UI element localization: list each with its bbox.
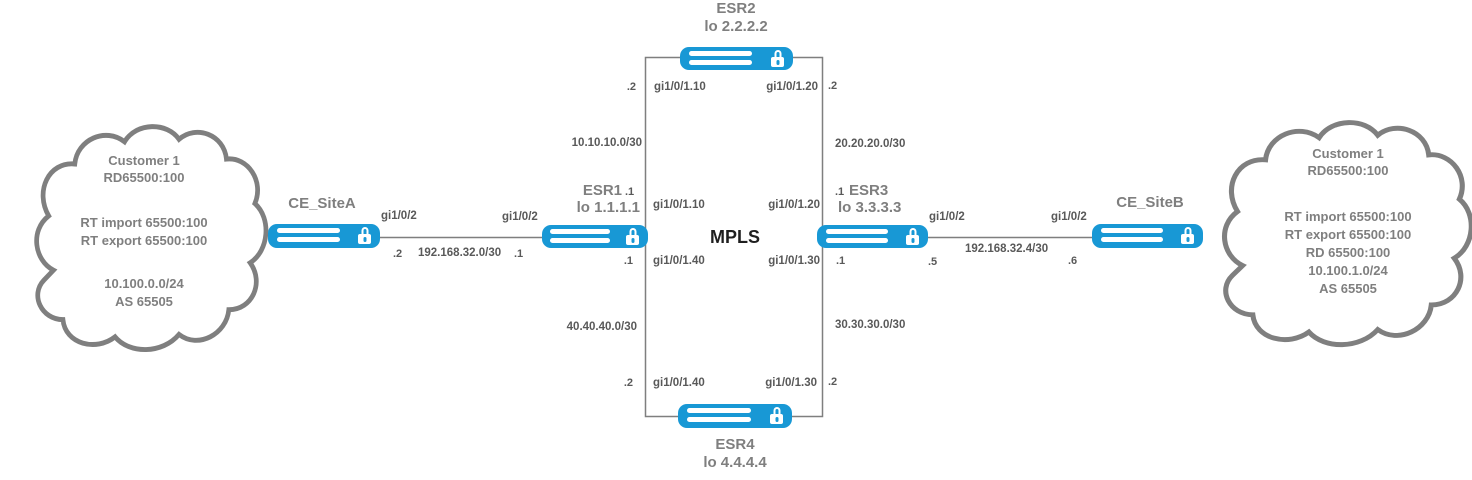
lock-icon <box>906 228 919 245</box>
ip-label-esr3-access: .5 <box>928 256 938 268</box>
cloud-left-line: RD65500:100 <box>103 170 185 185</box>
esr2-title: ESR2 <box>716 0 756 17</box>
router-port-bar <box>550 229 610 234</box>
esr2-loopback: lo 2.2.2.2 <box>704 18 768 35</box>
cloud-right-line: 10.100.1.0/24 <box>1308 263 1388 278</box>
ip-label-cea: .2 <box>393 248 403 260</box>
if-label-cea: gi1/0/2 <box>381 210 417 222</box>
if-label-esr4-right: gi1/0/1.30 <box>765 377 817 389</box>
ip-label-esr2-right: .2 <box>828 80 838 92</box>
router-port-bar <box>1100 228 1164 233</box>
ip-label-esr2-left: .2 <box>626 81 636 93</box>
cloud-right-line: Customer 1 <box>1312 146 1384 161</box>
esr4-title: ESR4 <box>715 436 755 453</box>
if-label-esr3-to-esr4: gi1/0/1.30 <box>768 255 820 267</box>
lock-icon <box>771 50 784 67</box>
router-port-bar <box>825 238 889 243</box>
subnet-label-esr1-esr4: 40.40.40.0/30 <box>566 321 637 333</box>
esr4-loopback: lo 4.4.4.4 <box>703 454 767 471</box>
router-icon-ce-sitea <box>268 224 380 248</box>
subnet-label-cea-esr1: 192.168.32.0/30 <box>418 247 502 259</box>
esr1-title: ESR1 <box>582 182 622 199</box>
ip-label-esr1-to-esr4: .1 <box>623 255 633 267</box>
lock-icon <box>358 227 371 244</box>
router-port-bar <box>687 408 751 413</box>
cloud-right-line: RT export 65500:100 <box>1284 227 1412 242</box>
cloud-left-line: 10.100.0.0/24 <box>104 276 184 291</box>
ip-label-esr4-right: .2 <box>828 376 838 388</box>
if-label-esr1-access: gi1/0/2 <box>502 211 538 223</box>
lock-icon <box>770 407 783 424</box>
ip-label-esr1-to-esr2: .1 <box>625 186 635 198</box>
ce-sitea-title: CE_SiteA <box>288 195 356 212</box>
router-icon-esr4 <box>678 404 792 428</box>
router-port-bar <box>1100 237 1164 242</box>
router-icon-esr1 <box>542 225 648 248</box>
mpls-label: MPLS <box>709 227 761 247</box>
router-icon-ce-siteb <box>1092 224 1203 248</box>
router-port-bar <box>276 237 340 242</box>
ip-label-esr1-access: .1 <box>514 248 524 260</box>
subnet-label-esr1-esr2: 10.10.10.0/30 <box>571 137 642 149</box>
subnet-label-esr3-ceb: 192.168.32.4/30 <box>965 243 1049 255</box>
router-port-bar <box>687 417 751 422</box>
router-port-bar <box>689 51 753 56</box>
if-label-esr2-left: gi1/0/1.10 <box>654 81 706 93</box>
subnet-label-esr2-esr3: 20.20.20.0/30 <box>835 138 906 150</box>
cloud-right-line: RD65500:100 <box>1307 163 1389 178</box>
cloud-right-line: AS 65505 <box>1319 281 1377 296</box>
router-icon-esr2 <box>680 47 793 70</box>
subnet-label-esr4-esr3: 30.30.30.0/30 <box>835 319 906 331</box>
ip-label-esr3-to-esr4: .1 <box>836 255 846 267</box>
ce-siteb-title: CE_SiteB <box>1116 194 1184 211</box>
if-label-esr4-left: gi1/0/1.40 <box>653 377 705 389</box>
if-label-ceb: gi1/0/2 <box>1051 211 1087 223</box>
if-label-esr2-right: gi1/0/1.20 <box>766 81 818 93</box>
if-label-esr3-to-esr2: gi1/0/1.20 <box>768 199 820 211</box>
lock-icon <box>1181 227 1194 244</box>
router-icon-esr3 <box>817 225 928 248</box>
cloud-right-line: RT import 65500:100 <box>1284 209 1412 224</box>
cloud-left-line: RT import 65500:100 <box>80 215 208 230</box>
cloud-left-line: Customer 1 <box>108 153 180 168</box>
ip-label-esr4-left: .2 <box>623 377 633 389</box>
cloud-left-line: RT export 65500:100 <box>80 233 208 248</box>
lock-icon <box>626 228 639 245</box>
esr1-loopback: lo 1.1.1.1 <box>576 199 640 216</box>
if-label-esr3-access: gi1/0/2 <box>929 211 965 223</box>
router-port-bar <box>825 229 889 234</box>
cloud-right-line: RD 65500:100 <box>1305 245 1391 260</box>
esr3-loopback: lo 3.3.3.3 <box>838 199 902 216</box>
ip-label-esr3-to-esr2: .1 <box>835 186 845 198</box>
esr3-title: ESR3 <box>849 182 889 199</box>
if-label-esr1-to-esr4: gi1/0/1.40 <box>653 255 705 267</box>
router-port-bar <box>689 60 753 65</box>
router-port-bar <box>276 228 340 233</box>
ip-label-ceb: .6 <box>1068 255 1078 267</box>
if-label-esr1-to-esr2: gi1/0/1.10 <box>653 199 705 211</box>
router-port-bar <box>550 238 610 243</box>
cloud-left-line: AS 65505 <box>115 294 173 309</box>
